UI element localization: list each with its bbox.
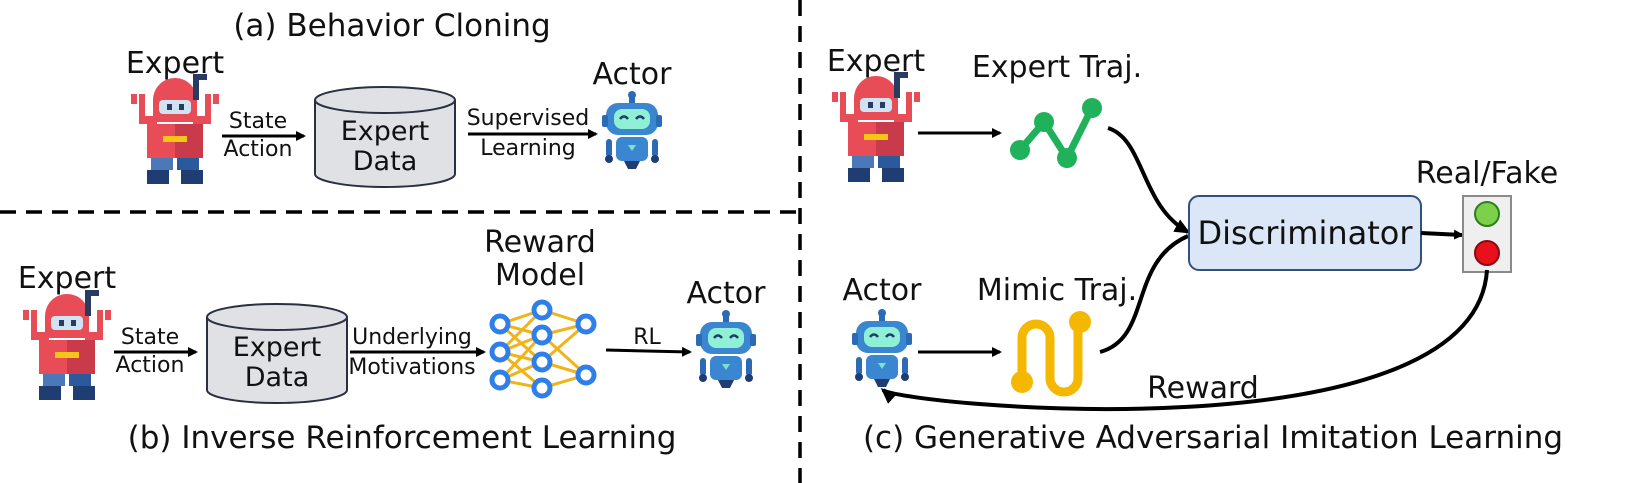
red-light-icon (1474, 240, 1500, 266)
expert-robot-icon (832, 72, 920, 182)
reward-label: Reward (1147, 371, 1259, 406)
panel-b-title: (b) Inverse Reinforcement Learning (128, 420, 677, 456)
actor-robot-icon (600, 89, 664, 171)
green-light-icon (1474, 201, 1500, 227)
expert-robot-icon (23, 290, 111, 400)
connector-mimic-traj-to-discriminator (1099, 234, 1189, 354)
arrow-rl (605, 346, 692, 357)
reward-feedback-arrow (880, 269, 1489, 411)
expert-label: Expert (126, 46, 225, 81)
panel-a-title: (a) Behavior Cloning (233, 8, 550, 44)
arrow-action-label: Action (224, 137, 293, 162)
mimic-trajectory-icon (1011, 311, 1091, 397)
arrow-motivations-label: Motivations (348, 355, 475, 380)
expert-label: Expert (827, 44, 926, 79)
database-label-line1: Expert (233, 332, 321, 363)
database-label-line1: Expert (341, 116, 429, 147)
expert-label: Expert (18, 261, 117, 296)
actor-label: Actor (593, 57, 673, 92)
expert-data-database (314, 86, 456, 188)
panel-inverse-rl: Expert State Action Expert Data Underlyi… (18, 225, 766, 456)
actor-robot-icon (694, 308, 758, 390)
arrow-supervised-label: Supervised (467, 106, 590, 131)
arrow-action-label: Action (116, 353, 185, 378)
neural-network-icon (489, 299, 597, 399)
traffic-light-icon (1462, 195, 1512, 273)
mimic-traj-label: Mimic Traj. (977, 273, 1137, 308)
real-fake-label: Real/Fake (1416, 156, 1558, 191)
actor-label: Actor (687, 276, 767, 311)
expert-robot-icon (131, 74, 219, 184)
reward-model-label-line1: Reward (484, 225, 596, 260)
expert-traj-label: Expert Traj. (972, 50, 1142, 85)
actor-label: Actor (843, 273, 923, 308)
expert-trajectory-icon (1010, 98, 1102, 168)
arrow-rl-label: RL (633, 325, 661, 350)
arrow-state-label: State (121, 325, 179, 350)
panel-c-title: (c) Generative Adversarial Imitation Lea… (863, 420, 1563, 456)
reward-model-label-line2: Model (495, 258, 585, 293)
actor-robot-icon (850, 307, 914, 389)
arrow-learning-label: Learning (480, 136, 576, 161)
connector-expert-traj-to-discriminator (1107, 126, 1191, 234)
expert-data-database (206, 303, 348, 404)
arrow-discriminator-to-output (1420, 229, 1464, 240)
discriminator-label: Discriminator (1197, 214, 1413, 252)
arrow-underlying-label: Underlying (352, 325, 472, 350)
arrow-state-label: State (229, 109, 287, 134)
panel-behavior-cloning: (a) Behavior Cloning Expert State Action… (126, 8, 673, 188)
panel-gail: Expert Expert Traj. Discriminator Real/F… (827, 44, 1563, 456)
database-label-line2: Data (353, 146, 417, 177)
database-label-line2: Data (245, 362, 309, 393)
